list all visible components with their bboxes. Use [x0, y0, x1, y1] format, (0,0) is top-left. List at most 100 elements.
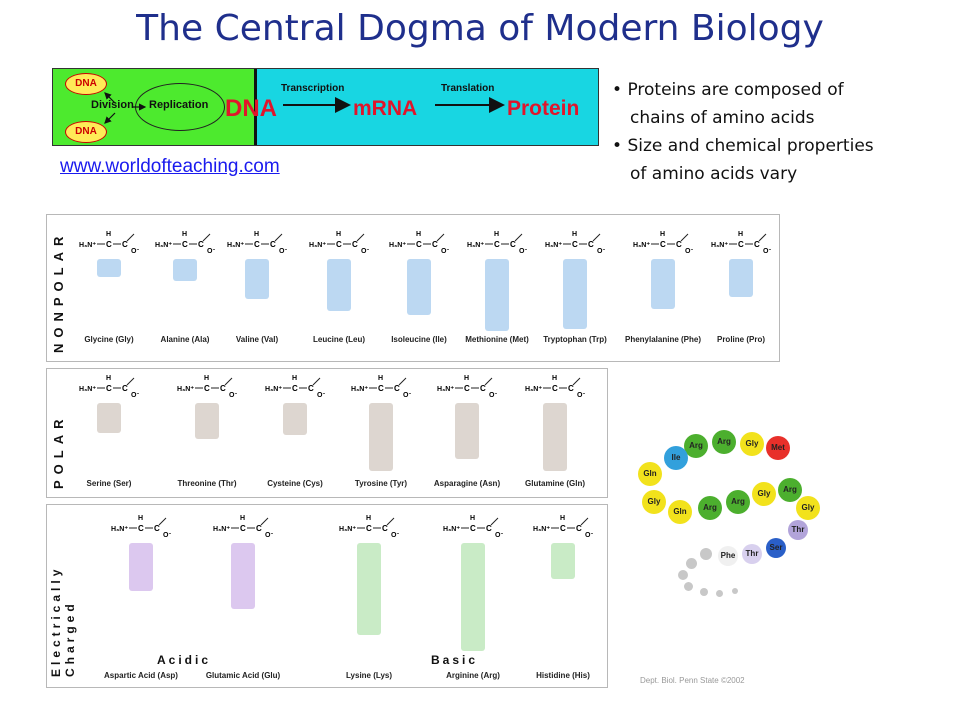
- svg-text:C: C: [182, 240, 188, 249]
- transcription-label: Transcription: [281, 83, 345, 94]
- credit-text: Dept. Biol. Penn State ©2002: [640, 676, 745, 685]
- svg-text:C: C: [270, 240, 276, 249]
- svg-text:H: H: [660, 231, 665, 238]
- amino-acid-name: Lysine (Lys): [345, 671, 393, 680]
- amino-acid-name: Threonine (Thr): [177, 479, 237, 488]
- svg-text:C: C: [464, 384, 470, 393]
- svg-text:C: C: [220, 384, 226, 393]
- svg-text:H: H: [378, 375, 383, 382]
- replication-area: DNA DNA Division Replication: [53, 69, 255, 145]
- svg-text:C: C: [308, 384, 314, 393]
- amino-acid-name: Asparagine (Asn): [433, 479, 501, 488]
- svg-text:H: H: [106, 231, 111, 238]
- svg-text:O⁻: O⁻: [441, 248, 449, 255]
- svg-text:C: C: [394, 384, 400, 393]
- basic-group-label: Basic: [431, 653, 479, 667]
- unlabeled-bead: [686, 558, 697, 569]
- side-chain: [357, 543, 381, 635]
- side-chain: [729, 259, 753, 297]
- nonpolar-label: NONPOLAR: [51, 230, 66, 353]
- amino-acid-bead: Ile: [664, 446, 688, 470]
- mrna-label: mRNA: [353, 97, 418, 120]
- side-chain: [283, 403, 307, 435]
- side-chain: [245, 259, 269, 299]
- svg-text:C: C: [378, 384, 384, 393]
- svg-text:O⁻: O⁻: [685, 248, 693, 255]
- svg-text:H: H: [366, 515, 371, 522]
- svg-text:H: H: [182, 231, 187, 238]
- bullet-line: chains of amino acids: [630, 108, 815, 128]
- svg-text:H: H: [292, 375, 297, 382]
- bullet-line: of amino acids vary: [630, 164, 798, 184]
- side-chain: [129, 543, 153, 591]
- svg-text:C: C: [588, 240, 594, 249]
- amino-acid-bead: Arg: [726, 490, 750, 514]
- svg-text:O⁻: O⁻: [163, 532, 171, 539]
- amino-acid-name: Isoleucine (Ile): [391, 335, 447, 344]
- amino-acid-bead: Thr: [788, 520, 808, 540]
- svg-text:C: C: [552, 384, 558, 393]
- dna-oval-top: DNA: [65, 73, 107, 95]
- svg-text:H₃N⁺: H₃N⁺: [525, 386, 542, 393]
- unlabeled-bead: [700, 588, 708, 596]
- svg-text:C: C: [352, 240, 358, 249]
- svg-text:H₃N⁺: H₃N⁺: [213, 526, 230, 533]
- svg-text:C: C: [560, 524, 566, 533]
- source-link[interactable]: www.worldofteaching.com: [60, 156, 280, 177]
- svg-text:H: H: [240, 515, 245, 522]
- svg-text:O⁻: O⁻: [391, 532, 399, 539]
- protein-label: Protein: [507, 97, 580, 120]
- unlabeled-bead: [716, 590, 723, 597]
- amino-acid-bead: Arg: [684, 434, 708, 458]
- amino-acid-name: Aspartic Acid (Asp): [104, 671, 178, 680]
- amino-acid-name: Tryptophan (Trp): [543, 335, 607, 344]
- polar-label: POLAR: [51, 413, 66, 490]
- svg-text:H₃N⁺: H₃N⁺: [443, 526, 460, 533]
- svg-text:O⁻: O⁻: [597, 248, 605, 255]
- svg-text:C: C: [576, 524, 582, 533]
- svg-text:C: C: [568, 384, 574, 393]
- svg-text:H: H: [494, 231, 499, 238]
- svg-text:C: C: [336, 240, 342, 249]
- svg-text:H₃N⁺: H₃N⁺: [111, 526, 128, 533]
- svg-text:O⁻: O⁻: [585, 532, 593, 539]
- svg-text:C: C: [292, 384, 298, 393]
- svg-text:C: C: [154, 524, 160, 533]
- replication-label: Replication: [149, 99, 209, 111]
- slide-title: The Central Dogma of Modern Biology: [136, 8, 824, 49]
- side-chain: [407, 259, 431, 315]
- svg-text:H₃N⁺: H₃N⁺: [533, 526, 550, 533]
- amino-acid-name: Arginine (Arg): [446, 671, 500, 680]
- amino-acid-name: Cysteine (Cys): [267, 479, 323, 488]
- svg-text:O⁻: O⁻: [131, 248, 139, 255]
- svg-text:H₃N⁺: H₃N⁺: [467, 242, 484, 249]
- svg-text:C: C: [122, 240, 128, 249]
- svg-text:C: C: [204, 384, 210, 393]
- amino-acid-name: Serine (Ser): [86, 479, 132, 488]
- svg-text:O⁻: O⁻: [495, 532, 503, 539]
- svg-text:H₃N⁺: H₃N⁺: [155, 242, 172, 249]
- amino-acid-name: Glycine (Gly): [84, 335, 134, 344]
- svg-text:H₃N⁺: H₃N⁺: [545, 242, 562, 249]
- svg-text:H: H: [572, 231, 577, 238]
- svg-text:O⁻: O⁻: [229, 392, 237, 399]
- svg-text:C: C: [660, 240, 666, 249]
- svg-text:H₃N⁺: H₃N⁺: [437, 386, 454, 393]
- svg-text:H: H: [138, 515, 143, 522]
- side-chain: [173, 259, 197, 281]
- svg-text:C: C: [382, 524, 388, 533]
- svg-text:O⁻: O⁻: [361, 248, 369, 255]
- dogma-arrows: [283, 97, 505, 113]
- svg-text:C: C: [106, 384, 112, 393]
- side-chain: [97, 403, 121, 433]
